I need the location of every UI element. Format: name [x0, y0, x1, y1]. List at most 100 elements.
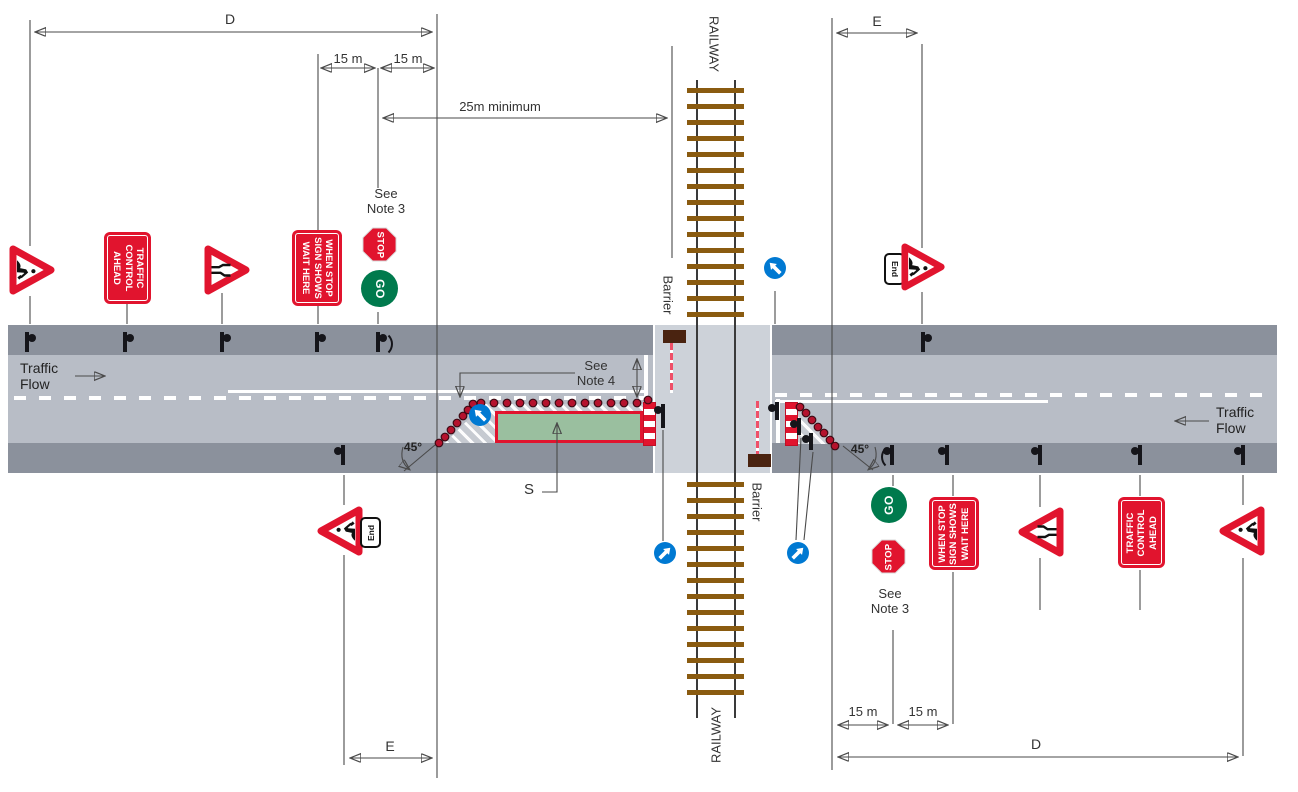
- operator-arc: [881, 444, 907, 470]
- keep-left-arrow-sign: [764, 257, 786, 279]
- sign-post: [938, 445, 949, 465]
- end-plate: End: [360, 517, 381, 548]
- see-note-3-line2: Note 3: [870, 600, 910, 616]
- tca-line2: CONTROL: [1135, 509, 1147, 556]
- sign-post: [123, 332, 134, 352]
- roadworks-warning-sign: [9, 245, 57, 295]
- sign-post: [921, 332, 932, 352]
- centerline-solid-left: [228, 390, 648, 393]
- roadworks-man-icon: [14, 258, 38, 282]
- works-length-s-label: S: [523, 481, 534, 498]
- go-text: GO: [372, 278, 387, 299]
- roadworks-warning-sign: [1217, 506, 1265, 556]
- tca-line1: TRAFFIC: [133, 247, 145, 289]
- wait-line1: WHEN STOP: [936, 504, 948, 563]
- stop-text: STOP: [883, 543, 894, 570]
- roadworks-man-icon: [906, 255, 930, 279]
- centerline-dashed-left: [14, 396, 648, 400]
- see-note-4: See Note 4: [570, 358, 622, 388]
- tca-line2: CONTROL: [122, 244, 134, 292]
- stop-line-westbound: [776, 399, 780, 443]
- stop-sign: STOP: [871, 539, 906, 574]
- barrier-text: Barrier: [749, 482, 765, 522]
- keep-direction-arrow-icon: [658, 547, 671, 560]
- keep-right-arrow-sign: [787, 542, 809, 564]
- dim-e-bottom-label: E: [385, 738, 395, 754]
- railway-text: RAILWAY: [706, 15, 722, 73]
- angle-45-right: 45°: [850, 442, 870, 456]
- see-note-4-line1: See: [584, 358, 608, 373]
- rail-left: [696, 80, 698, 718]
- works-area: [495, 411, 643, 443]
- roadworks-man-icon: [1236, 519, 1260, 543]
- traffic-control-ahead-sign: TRAFFIC CONTROL AHEAD: [104, 232, 151, 304]
- when-stop-sign-shows-wait-here-sign: WHEN STOP SIGN SHOWS WAIT HERE: [292, 230, 342, 306]
- barrier-pivot-south: [748, 454, 771, 467]
- sign-post: [25, 332, 36, 352]
- see-note-3-bottom: See Note 3: [862, 586, 918, 616]
- see-note-4-line2: Note 4: [576, 372, 616, 388]
- stop-line-eastbound: [644, 355, 648, 399]
- barrier-arm-south: [756, 401, 759, 454]
- sign-post: [315, 332, 326, 352]
- wait-line3: WAIT HERE: [300, 241, 312, 295]
- traffic-flow-west-label: Traffic Flow: [1216, 404, 1268, 436]
- road-narrows-icon: [209, 258, 233, 282]
- keep-direction-arrow-icon: [769, 262, 782, 275]
- sleepers-south: [687, 482, 744, 702]
- see-note-3-line1: See: [878, 586, 902, 601]
- crossing-post-left: [654, 404, 665, 428]
- road-narrows-warning-sign: [1016, 507, 1064, 557]
- wait-line2: SIGN SHOWS: [311, 237, 323, 299]
- go-sign: GO: [361, 270, 398, 307]
- barrier-pivot-north: [663, 330, 686, 343]
- dim-15m-label: 15 m: [908, 704, 938, 719]
- traffic-control-ahead-sign: TRAFFIC CONTROL AHEAD: [1118, 497, 1165, 568]
- road-narrows-icon: [1035, 520, 1059, 544]
- go-sign: GO: [871, 487, 907, 523]
- angle-45-left: 45°: [403, 440, 423, 454]
- tca-line3: AHEAD: [1147, 515, 1159, 550]
- roadworks-end-sign: [315, 506, 363, 556]
- traffic-cones: [434, 395, 840, 451]
- dim-15m-label: 15 m: [848, 704, 878, 719]
- keep-direction-arrow-icon: [474, 409, 487, 422]
- keep-left-arrow-sign: [469, 404, 491, 426]
- dim-15m-label: 15 m: [333, 51, 363, 66]
- see-note-3-line1: See: [374, 186, 398, 201]
- flow-label: Flow: [20, 375, 50, 392]
- crossing-post-right: [768, 402, 779, 420]
- wait-line3: WAIT HERE: [959, 507, 971, 560]
- road-bottom-shoulder: [8, 443, 1277, 473]
- traffic-flow-east-label: Traffic Flow: [20, 360, 72, 392]
- keep-right-arrow-sign: [654, 542, 676, 564]
- see-note4-leader: [460, 372, 575, 396]
- rail-right: [734, 80, 736, 718]
- barrier-text: Barrier: [660, 275, 676, 315]
- see-note-3-top: See Note 3: [358, 186, 414, 216]
- tca-line1: TRAFFIC: [1124, 512, 1136, 553]
- go-text: GO: [882, 495, 896, 515]
- traffic-label: Traffic: [1216, 404, 1255, 420]
- roadworks-end-sign: [901, 243, 947, 291]
- flow-label: Flow: [1216, 419, 1246, 436]
- see-note-3-line2: Note 3: [366, 200, 406, 216]
- dim-15m-label: 15 m: [393, 51, 423, 66]
- dim-d-top-label: D: [224, 11, 236, 27]
- sign-post: [1234, 445, 1245, 465]
- sleepers-north: [687, 88, 744, 320]
- dim-d-bottom-label: D: [1030, 736, 1042, 752]
- keep-direction-arrow-icon: [791, 547, 804, 560]
- centerline-solid-right: [775, 400, 1048, 403]
- dim-25m-label: 25m minimum: [459, 99, 541, 114]
- tca-line3: AHEAD: [110, 251, 122, 285]
- roadworks-man-icon: [334, 519, 358, 543]
- sign-post: [220, 332, 231, 352]
- sign-post: [1131, 445, 1142, 465]
- stop-text: STOP: [374, 231, 385, 258]
- taper-post: [790, 418, 801, 435]
- road-top-shoulder: [8, 325, 1277, 355]
- sign-post: [1031, 445, 1042, 465]
